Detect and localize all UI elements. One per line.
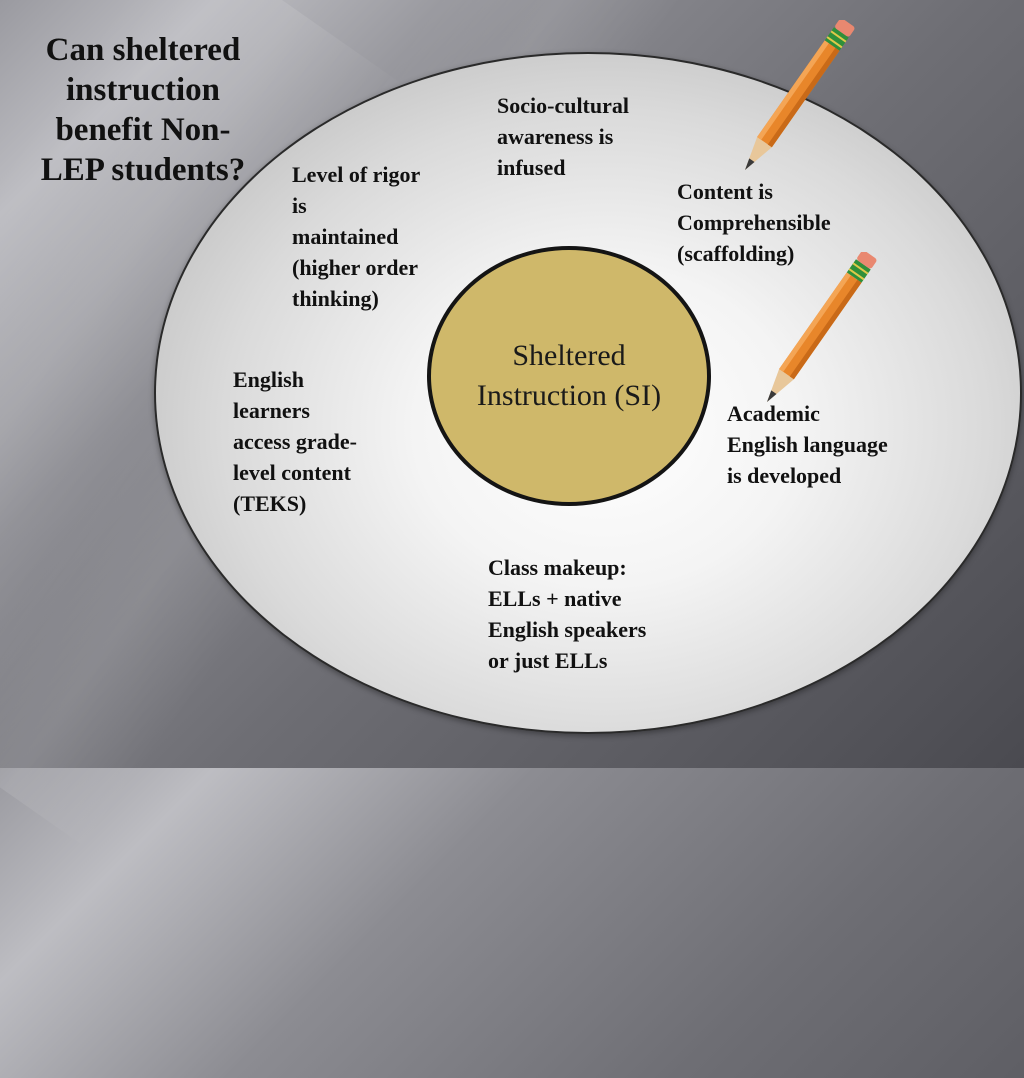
pencil-icon bbox=[745, 20, 855, 170]
center-circle: Sheltered Instruction (SI) bbox=[427, 246, 711, 506]
item-socio-cultural: Socio-cultural awareness is infused bbox=[497, 93, 629, 180]
center-label: Sheltered Instruction (SI) bbox=[476, 339, 662, 412]
item-content-comprehensible: Content is Comprehensible (scaffolding) bbox=[677, 179, 831, 266]
item-english-learners: English learners access grade- level con… bbox=[233, 367, 358, 516]
slide-title: Can sheltered instruction benefit Non- L… bbox=[40, 32, 246, 188]
item-level-of-rigor: Level of rigor is maintained (higher ord… bbox=[292, 162, 421, 311]
item-class-makeup: Class makeup: ELLs + native English spea… bbox=[488, 555, 647, 673]
item-academic-english: Academic English language is developed bbox=[727, 401, 888, 488]
pencil-icon bbox=[767, 252, 877, 402]
